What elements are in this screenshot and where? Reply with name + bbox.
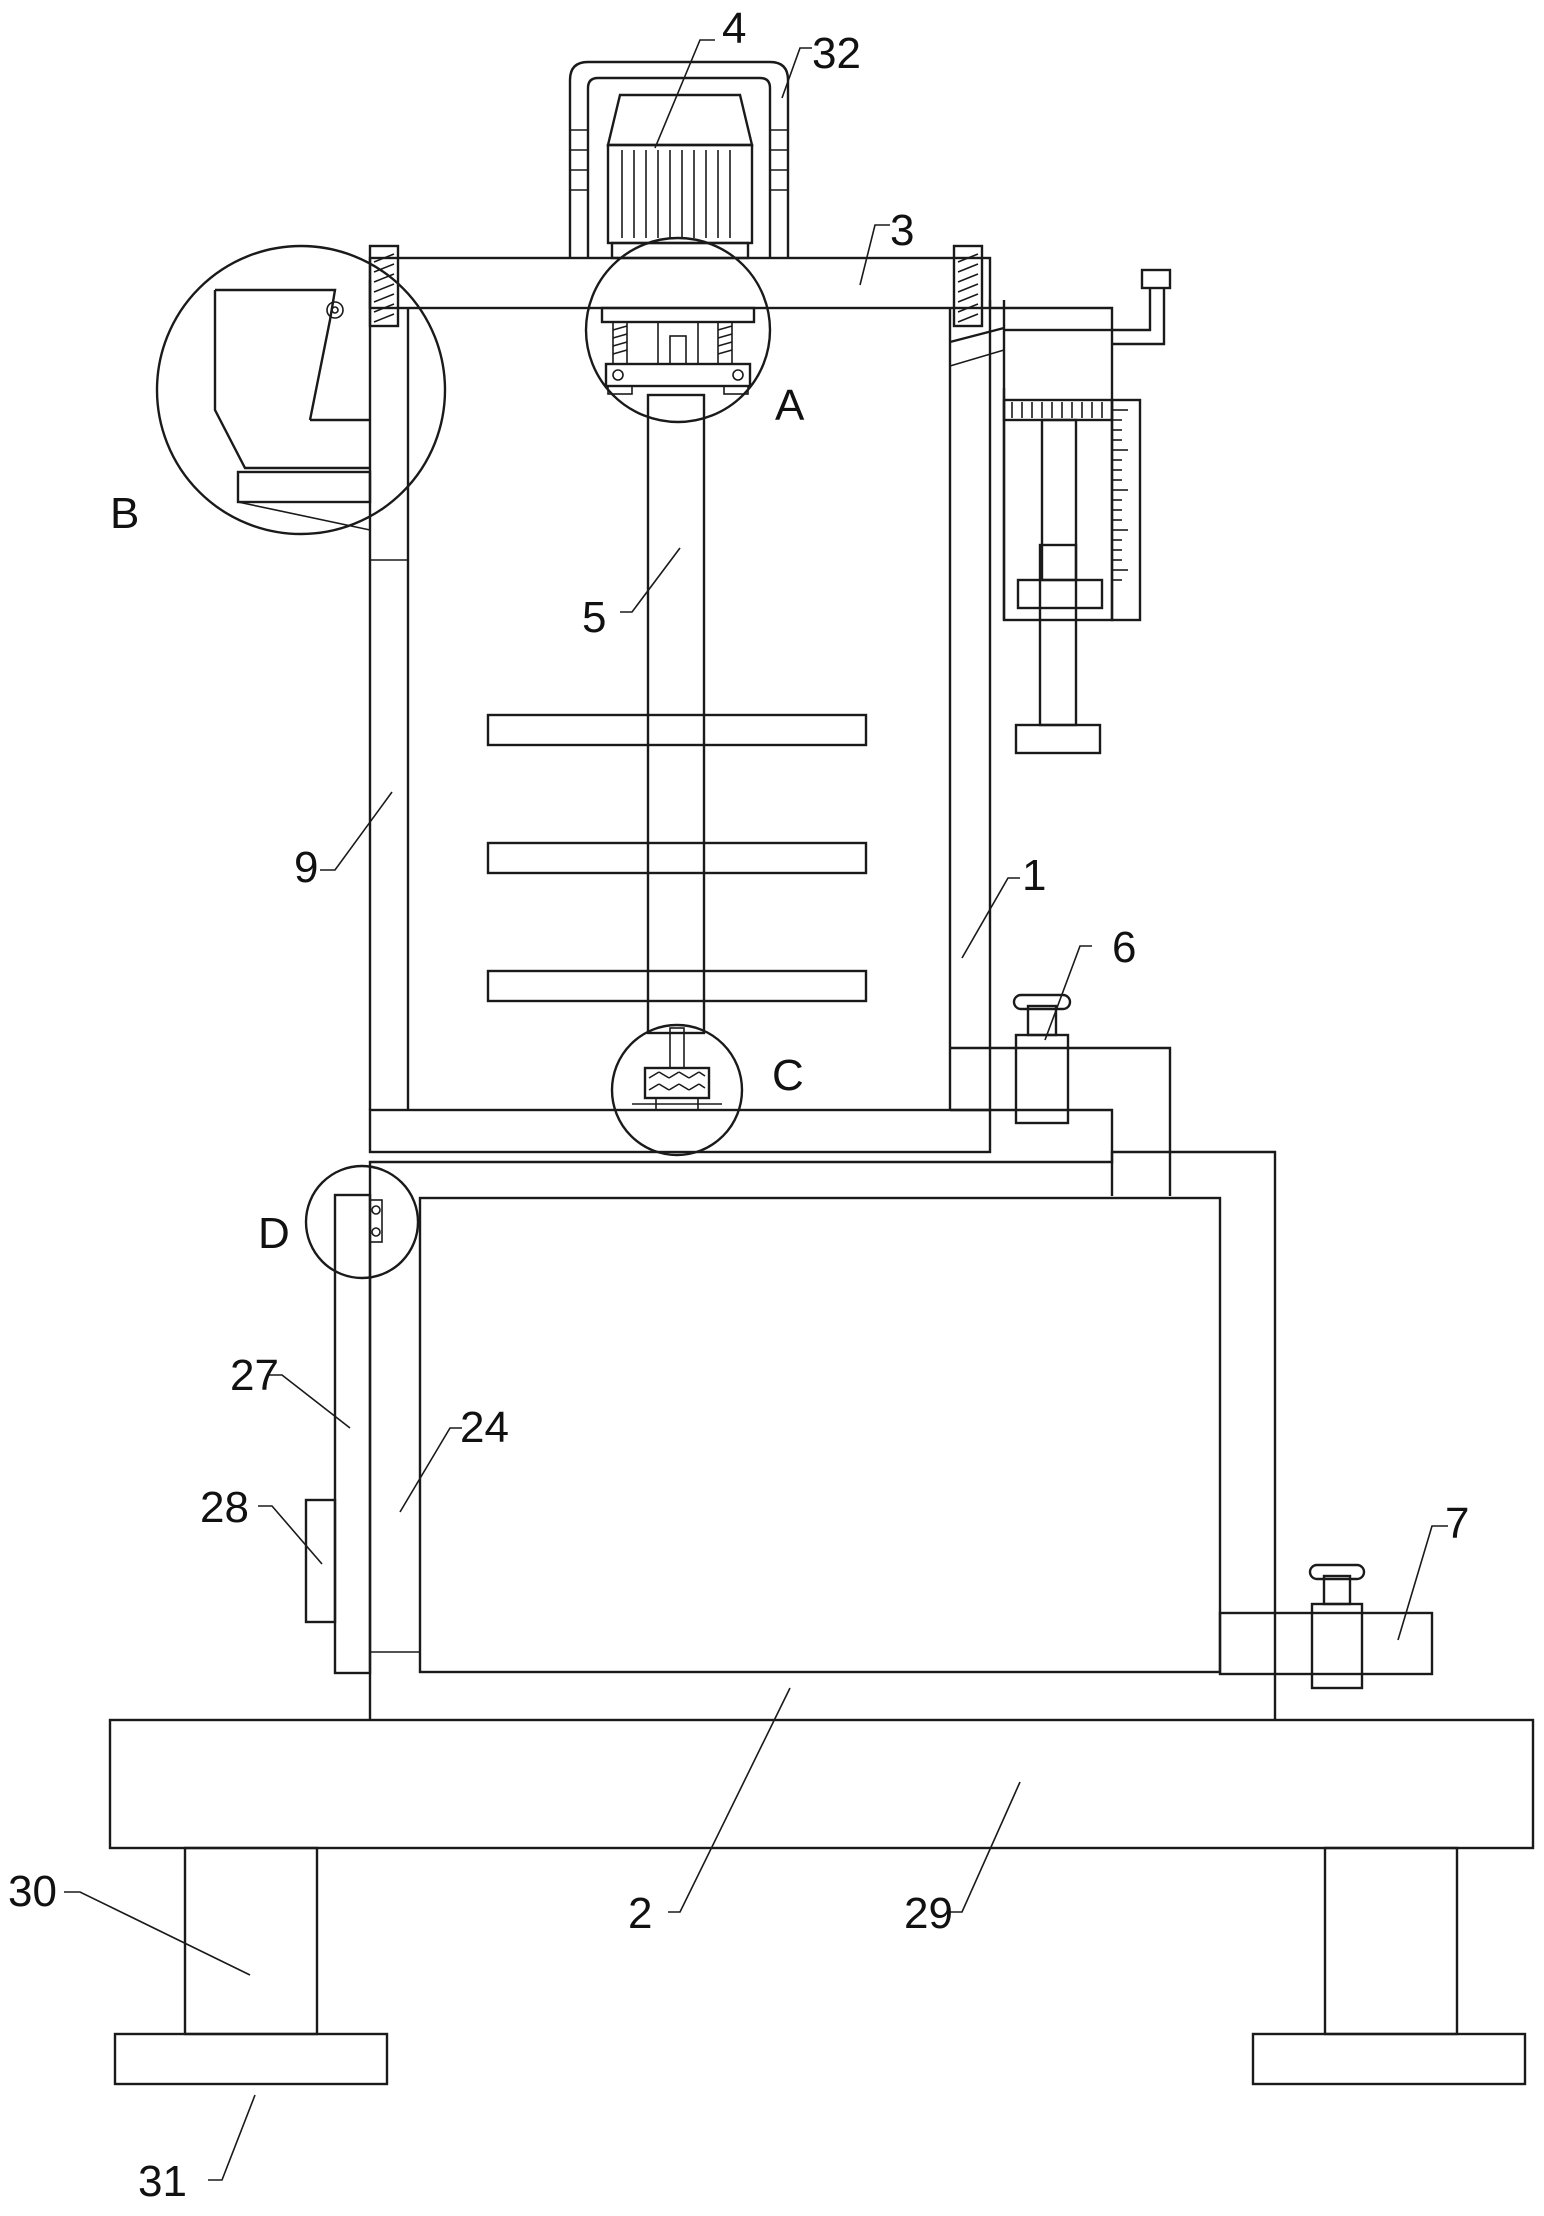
label-2: 2 [628,1889,652,1938]
right-leg [1323,1846,1459,2036]
label-6: 6 [1112,923,1136,972]
label-7: 7 [1445,1499,1469,1548]
left-foot-pad [113,2032,389,2086]
label-4: 4 [722,4,746,53]
side-box-28 [304,1498,337,1624]
drain-pipe-6 [950,1046,1172,1196]
label-5: 5 [582,593,606,642]
label-a: A [775,381,805,430]
motor-4 [606,93,754,260]
motor-bracket-32 [568,60,790,258]
label-27: 27 [230,1351,279,1400]
label-29: 29 [904,1889,953,1938]
leader-lines [64,39,1448,2181]
label-28: 28 [200,1483,249,1532]
dosing-cylinder [1002,328,1142,622]
top-lid-3 [368,256,992,310]
detail-circle-d [304,1164,420,1280]
lid-bolt-left [368,244,400,328]
collection-tank [370,1196,1222,1674]
base-plate [108,1718,1535,1850]
label-9: 9 [294,843,318,892]
outlet-pipe-7 [1218,1611,1434,1676]
label-d: D [258,1209,290,1258]
label-b: B [110,489,139,538]
drain-valve-6 [1012,993,1072,1125]
dosing-connector [949,268,1172,367]
detail-circle-b [155,244,447,536]
label-c: C [772,1051,804,1100]
stirring-blades [486,713,868,1003]
lid-bolt-right [952,244,984,328]
label-24: 24 [460,1403,509,1452]
side-plate-27 [333,1193,372,1675]
label-3: 3 [890,206,914,255]
detail-circle-c [610,1023,744,1157]
detail-circle-a [584,236,772,424]
label-1: 1 [1022,851,1046,900]
left-leg [183,1846,319,2036]
label-32: 32 [812,29,861,78]
right-foot-pad [1251,2032,1527,2086]
label-31: 31 [138,2157,187,2206]
dosing-plunger [1014,543,1102,755]
outlet-valve-7 [1308,1563,1366,1690]
mixing-tank [368,280,992,1154]
label-30: 30 [8,1867,57,1916]
